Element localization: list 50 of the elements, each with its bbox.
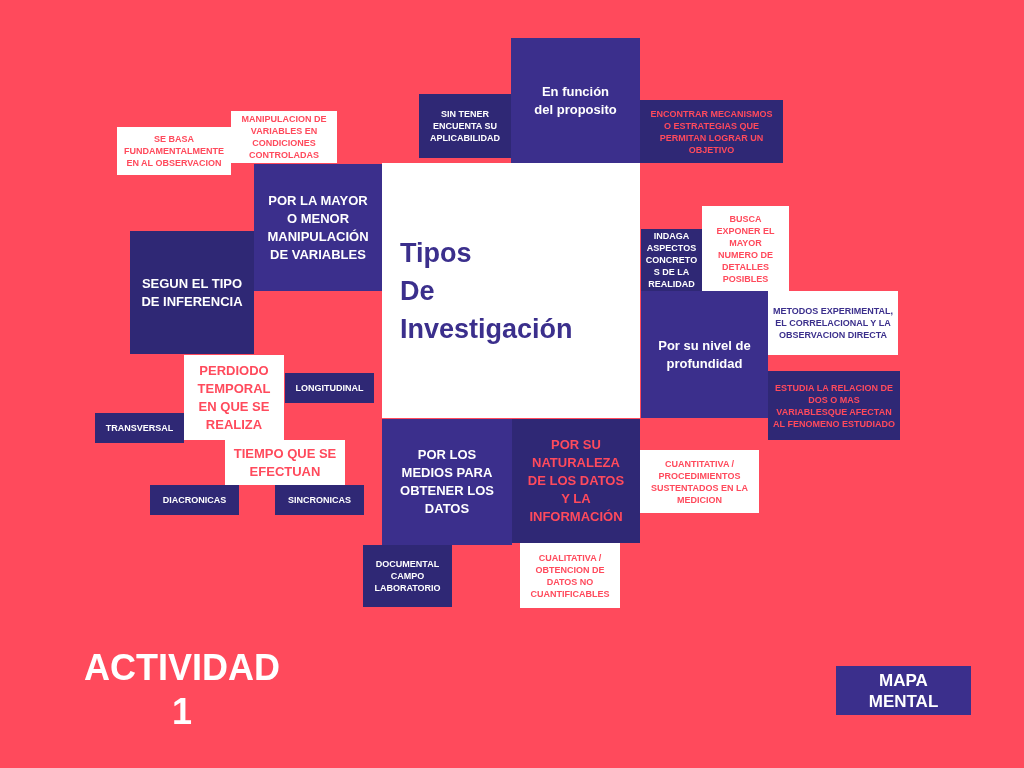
detail-tile xyxy=(702,206,789,291)
category-tile xyxy=(641,291,768,418)
category-label: Por su nivel de profundidad xyxy=(657,336,752,373)
central-topic-tile xyxy=(382,163,640,418)
map-type-tile xyxy=(836,666,971,715)
detail-tile xyxy=(275,485,364,515)
category-tile xyxy=(511,38,640,163)
category-label: SEGUN EL TIPO DE INFERENCIA xyxy=(140,274,244,311)
detail-tile xyxy=(95,413,184,443)
detail-text: INDAGA ASPECTOS CONCRETO S DE LA REALIDAD xyxy=(644,230,699,290)
detail-text: METODOS EXPERIMENTAL, EL CORRELACIONAL Y LA OBSERVACION DIRECTA xyxy=(772,305,894,341)
detail-tile xyxy=(117,127,231,175)
detail-text: BUSCA EXPONER EL MAYOR NUMERO DE DETALLES POSIBLES xyxy=(715,212,776,285)
detail-tile xyxy=(231,111,337,163)
detail-text: MANIPULACION DE VARIABLES EN CONDICIONES CONTROLADAS xyxy=(240,113,328,161)
detail-tile xyxy=(150,485,239,515)
topic-title: Tipos De Investigación xyxy=(400,236,573,346)
detail-tile xyxy=(520,543,620,608)
category-label: POR LOS MEDIOS PARA OBTENER LOS DATOS xyxy=(399,446,495,518)
category-label: PERDIODO TEMPORAL EN QUE SE REALIZA xyxy=(196,361,272,434)
detail-text: DOCUMENTAL CAMPO LABORATORIO xyxy=(373,558,442,594)
category-label: En función del proposito xyxy=(533,82,618,119)
detail-text: LONGITUDINAL xyxy=(295,382,364,394)
detail-tile xyxy=(285,373,374,403)
category-label: POR SU NATURALEZA DE LOS DATOS Y LA INFORMACIÓN xyxy=(526,436,626,526)
category-tile xyxy=(382,419,512,545)
detail-text: CUALITATIVA / OBTENCION DE DATOS NO CUANTIFICABLES xyxy=(529,551,611,600)
detail-tile xyxy=(640,450,759,513)
detail-text: ESTUDIA LA RELACION DE DOS O MAS VARIABLESQUE AFECTAN AL FENOMENO ESTUDIADO xyxy=(772,381,896,430)
detail-text: SE BASA FUNDAMENTALMENTE EN AL OBSERVACION xyxy=(123,133,225,169)
category-tile xyxy=(184,355,284,440)
category-tile xyxy=(254,164,382,291)
category-label: TIEMPO QUE SE EFECTUAN xyxy=(232,444,338,481)
detail-tile xyxy=(768,371,900,440)
detail-text: SIN TENER ENCUENTA SU APLICABILIDAD xyxy=(429,108,501,144)
detail-tile xyxy=(768,291,898,355)
detail-text: CUANTITATIVA / PROCEDIMIENTOS SUSTENTADOS EN LA MEDICION xyxy=(650,457,749,506)
detail-text: TRANSVERSAL xyxy=(105,422,174,434)
detail-tile xyxy=(363,545,452,607)
activity-heading: ACTIVIDAD 1 xyxy=(83,646,281,734)
detail-tile xyxy=(640,100,783,163)
map-type-label: MAPA MENTAL xyxy=(867,669,940,712)
category-tile xyxy=(512,419,640,543)
category-label: POR LA MAYOR O MENOR MANIPULACIÓN DE VARIABLES xyxy=(266,191,370,264)
detail-text: DIACRONICAS xyxy=(162,494,227,506)
category-tile xyxy=(130,231,254,354)
detail-text: ENCONTRAR MECANISMOS O ESTRATEGIAS QUE PERMITAN LOGRAR UN OBJETIVO xyxy=(649,107,774,156)
detail-tile xyxy=(419,94,511,158)
category-tile xyxy=(225,440,345,485)
detail-text: SINCRONICAS xyxy=(288,494,351,506)
